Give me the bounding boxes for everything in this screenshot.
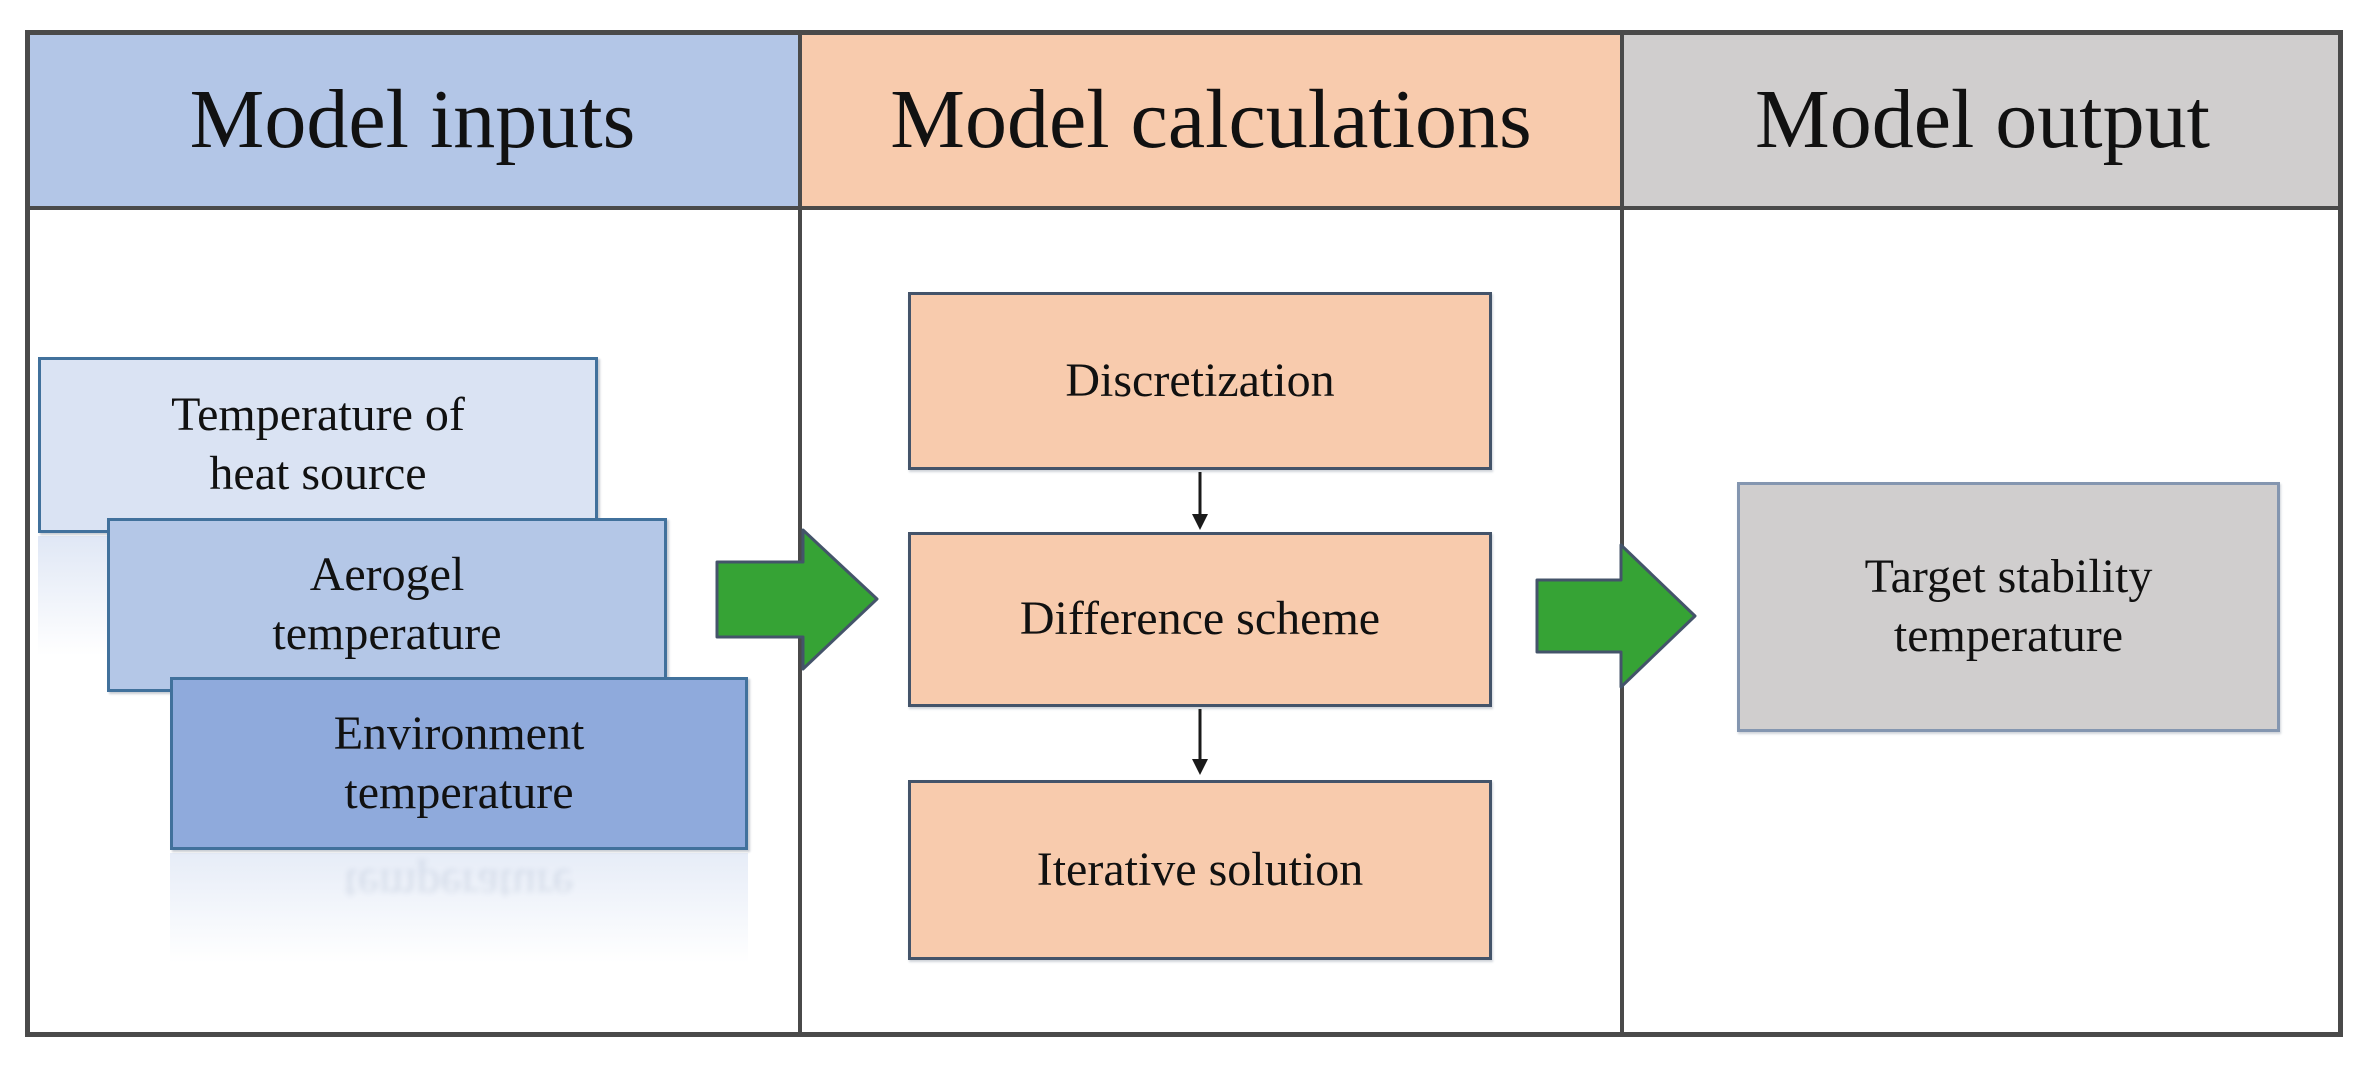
input-box-environment: Environment temperature [170, 677, 748, 850]
column-header-output: Model output [1622, 30, 2343, 210]
input-box-environment-line2: temperature [344, 765, 574, 819]
column-header-calculations-label: Model calculations [890, 73, 1532, 166]
calc-box-difference-scheme: Difference scheme [908, 532, 1492, 707]
input-box-aerogel: Aerogel temperature [107, 518, 667, 692]
calc-box-discretization: Discretization [908, 292, 1492, 470]
down-arrow-icon [1192, 709, 1208, 775]
green-right-arrow-icon [1535, 543, 1697, 689]
reflection-artifact [170, 853, 748, 963]
calc-box-iterative-solution-label: Iterative solution [1036, 842, 1364, 896]
input-box-heat-source-line2: heat source [209, 447, 427, 500]
input-box-aerogel-line1: Aerogel [309, 548, 465, 602]
calc-box-discretization-label: Discretization [1065, 353, 1335, 407]
calc-box-difference-scheme-label: Difference scheme [1019, 592, 1381, 646]
column-header-inputs-label: Model inputs [189, 73, 636, 166]
input-box-environment-line1: Environment [333, 706, 585, 760]
green-right-arrow-icon [715, 528, 879, 671]
column-divider-2 [1620, 30, 1624, 1037]
calc-box-iterative-solution: Iterative solution [908, 780, 1492, 960]
header-cell-output [1622, 32, 2338, 208]
header-cell-inputs [27, 32, 800, 208]
input-box-aerogel-line2: temperature [272, 607, 502, 660]
column-header-inputs: Model inputs [25, 30, 800, 210]
column-header-calculations: Model calculations [800, 30, 1622, 210]
header-divider-line [25, 206, 2343, 210]
output-box-target-line2: temperature [1893, 609, 2124, 662]
header-cell-calculations [800, 32, 1622, 208]
column-header-output-label: Model output [1755, 73, 2210, 166]
output-box-target-line1: Target stability [1864, 550, 2153, 604]
column-divider-1 [798, 30, 802, 1037]
input-box-heat-source: Temperature of heat source [38, 357, 598, 533]
output-box-target-temperature: Target stability temperature [1737, 482, 2280, 732]
input-box-heat-source-line1: Temperature of [171, 388, 465, 442]
reflection-text-artifact: temperature [344, 859, 574, 912]
down-arrow-icon [1192, 472, 1208, 530]
